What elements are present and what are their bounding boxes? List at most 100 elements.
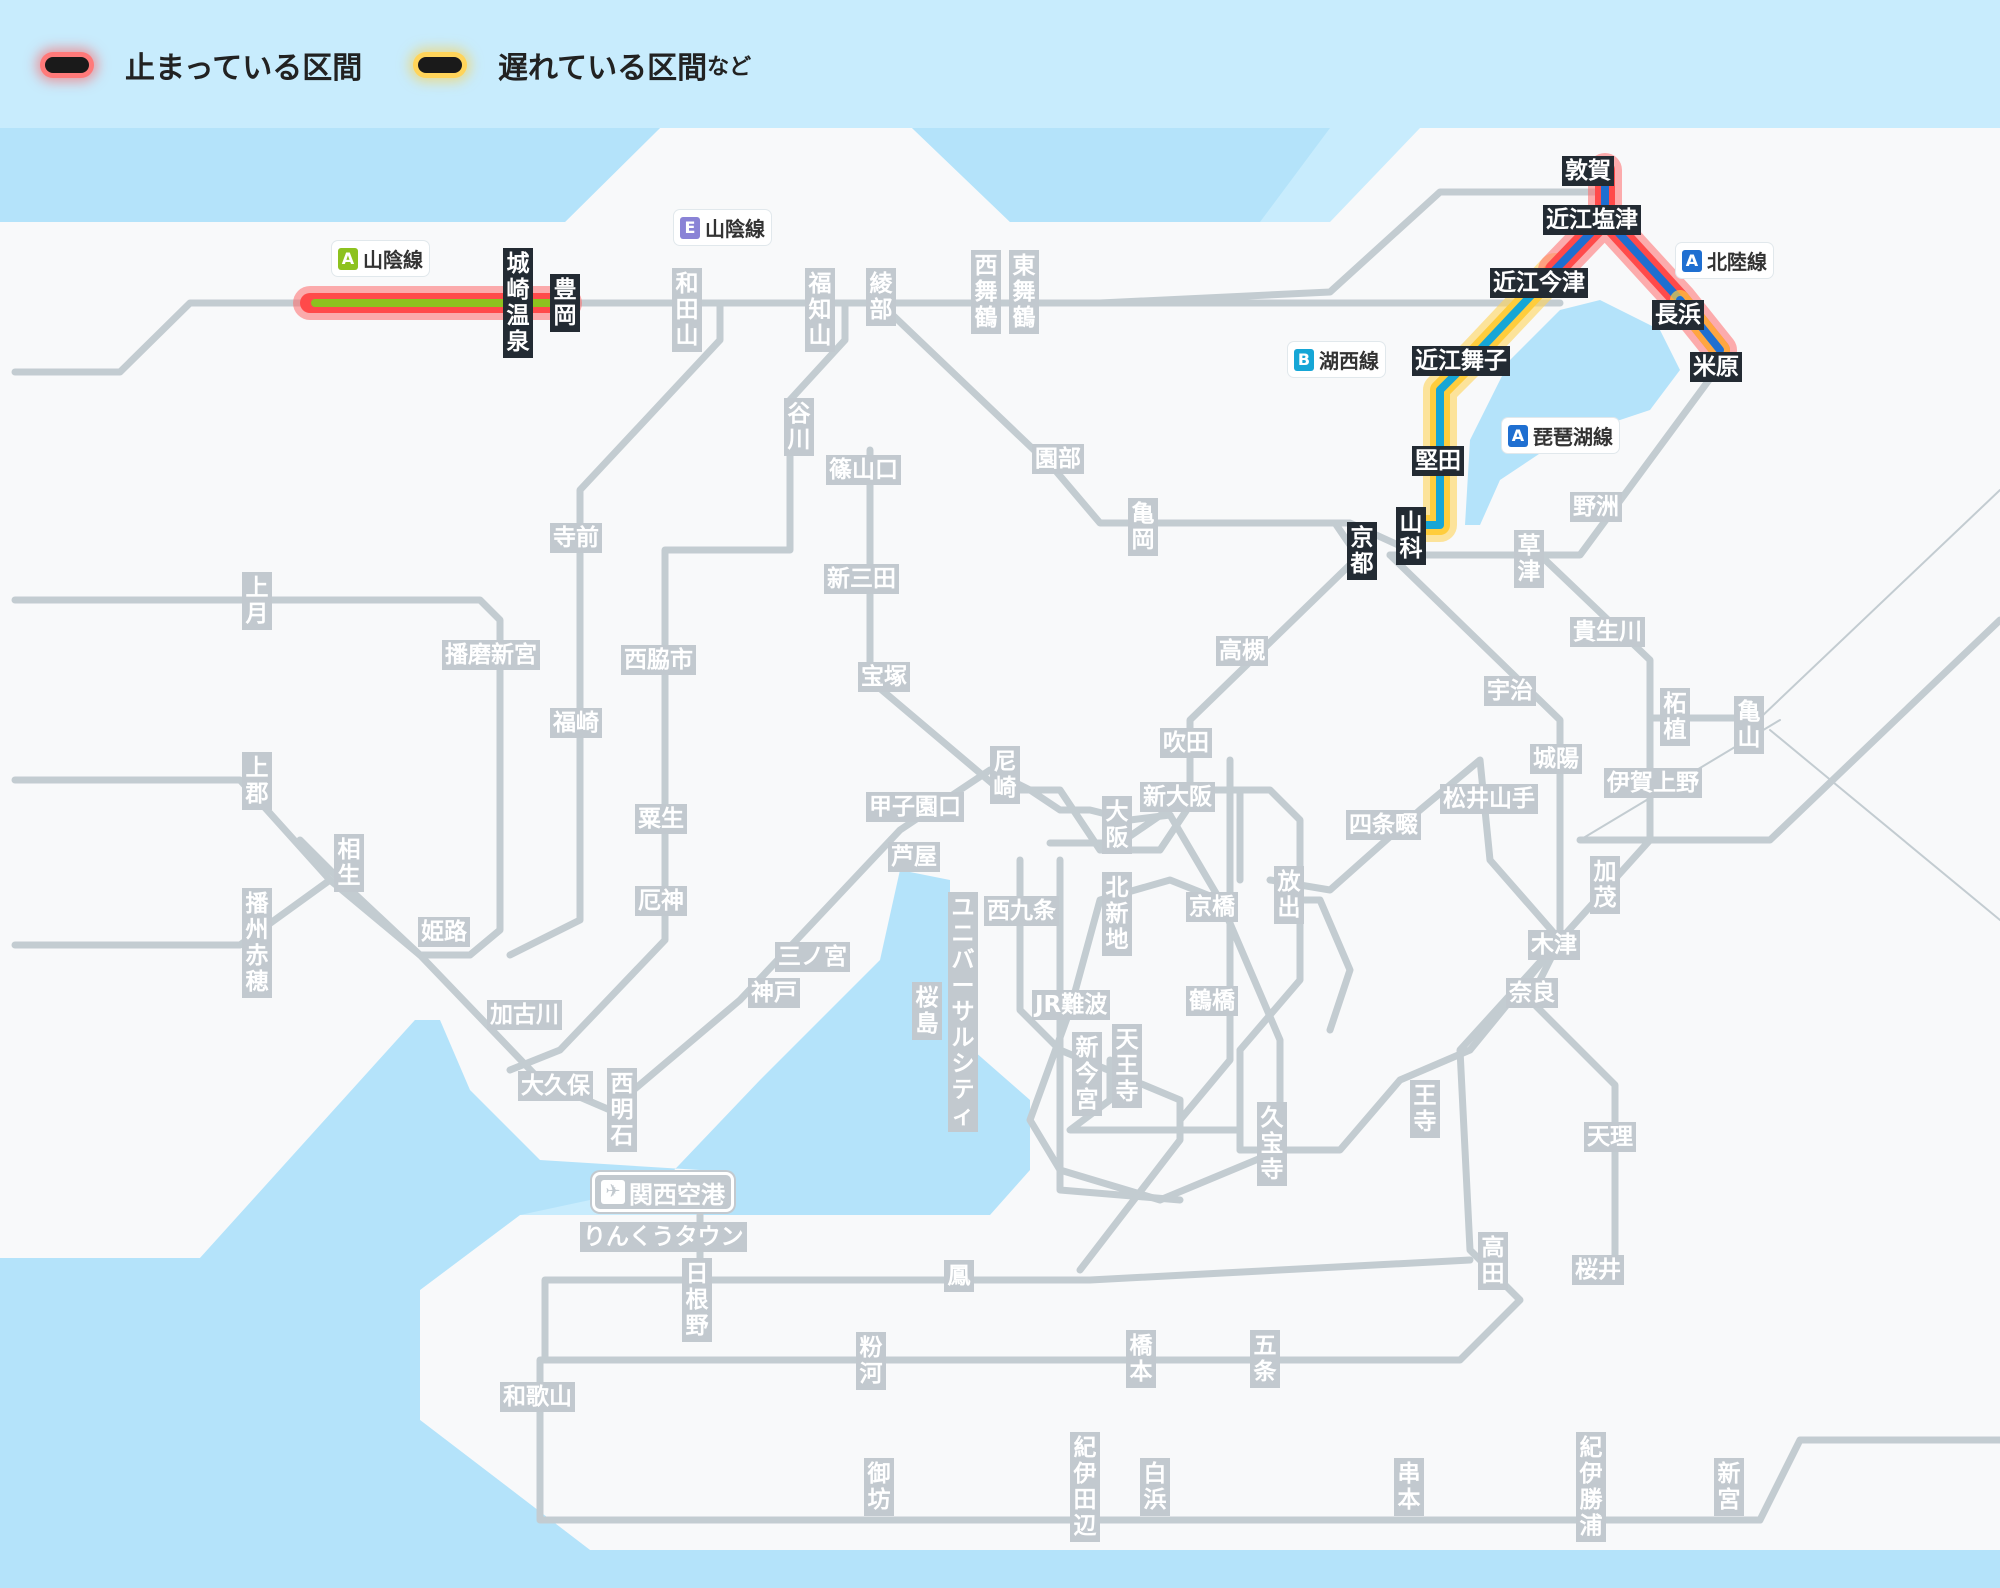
station-kozuki[interactable]: 上月: [242, 572, 272, 630]
station-kyuhoji[interactable]: 久宝寺: [1257, 1102, 1287, 1186]
station-uji[interactable]: 宇治: [1484, 676, 1536, 706]
station-teramae[interactable]: 寺前: [550, 523, 602, 553]
station-tsuruga[interactable]: 敦賀: [1562, 156, 1614, 186]
station-tsuruhashi[interactable]: 鶴橋: [1186, 986, 1238, 1016]
station-ashiya[interactable]: 芦屋: [888, 842, 940, 872]
station-yakujin[interactable]: 厄神: [635, 886, 687, 916]
station-kyobashi[interactable]: 京橋: [1186, 892, 1238, 922]
station-shinimamiya[interactable]: 新今宮: [1072, 1032, 1102, 1116]
station-kobe[interactable]: 神戸: [748, 978, 800, 1008]
station-sonobe[interactable]: 園部: [1032, 444, 1084, 474]
station-kinosakionsen[interactable]: 城崎温泉: [503, 248, 533, 358]
line-name: 琵琶湖線: [1533, 425, 1613, 449]
station-yasu[interactable]: 野洲: [1570, 492, 1622, 522]
station-wadayama[interactable]: 和田山: [672, 268, 702, 352]
station-jrnamba[interactable]: JR難波: [1032, 990, 1111, 1020]
station-universalcity[interactable]: ユニバーサルシティ: [948, 892, 978, 1132]
station-ayabe[interactable]: 綾部: [866, 268, 896, 326]
line-badge-biwako[interactable]: A 琵琶湖線: [1502, 418, 1619, 453]
station-kamo[interactable]: 加茂: [1590, 856, 1620, 914]
station-oji[interactable]: 王寺: [1410, 1080, 1440, 1138]
station-nishimaizuru[interactable]: 西舞鶴: [971, 250, 1001, 334]
station-kameyama[interactable]: 亀山: [1734, 696, 1764, 754]
station-takada[interactable]: 高田: [1478, 1232, 1508, 1290]
station-hanaten[interactable]: 放出: [1274, 866, 1304, 924]
station-takarazuka[interactable]: 宝塚: [858, 662, 910, 692]
station-shirahama[interactable]: 白浜: [1140, 1458, 1170, 1516]
station-kitashinchi[interactable]: 北新地: [1102, 872, 1132, 956]
station-sakurai[interactable]: 桜井: [1572, 1255, 1624, 1285]
station-hashimoto[interactable]: 橋本: [1126, 1330, 1156, 1388]
station-himeji[interactable]: 姫路: [418, 917, 470, 947]
station-ao[interactable]: 粟生: [635, 804, 687, 834]
station-kokawa[interactable]: 粉河: [856, 1332, 886, 1390]
legend-swatch-delayed: [418, 57, 462, 73]
station-otori[interactable]: 鳳: [944, 1260, 974, 1292]
station-omishiotsu[interactable]: 近江塩津: [1543, 205, 1641, 235]
station-koshienguchi[interactable]: 甲子園口: [866, 792, 964, 822]
station-kibukawa[interactable]: 貴生川: [1570, 617, 1645, 647]
line-badge-kosei[interactable]: B 湖西線: [1288, 342, 1385, 377]
station-takatsuki[interactable]: 高槻: [1216, 636, 1268, 666]
station-gojo[interactable]: 五条: [1250, 1330, 1280, 1388]
station-joyo[interactable]: 城陽: [1530, 744, 1582, 774]
station-nishiwakishi[interactable]: 西脇市: [621, 645, 696, 675]
station-shinsanda[interactable]: 新三田: [824, 564, 899, 594]
station-nishikujo[interactable]: 西九条: [984, 896, 1059, 926]
station-fukuchiyama[interactable]: 福知山: [805, 268, 835, 352]
station-kiitanabe[interactable]: 紀伊田辺: [1070, 1432, 1100, 1542]
station-igaueno[interactable]: 伊賀上野: [1604, 768, 1702, 798]
station-kushimoto[interactable]: 串本: [1394, 1458, 1424, 1516]
station-kameoka[interactable]: 亀岡: [1128, 498, 1158, 556]
station-kamigori[interactable]: 上郡: [242, 752, 272, 810]
station-kiikatsuura[interactable]: 紀伊勝浦: [1576, 1432, 1606, 1542]
station-shinosaka[interactable]: 新大阪: [1140, 782, 1215, 812]
line-name: 山陰線: [363, 248, 423, 272]
station-tanigawa[interactable]: 谷川: [784, 398, 814, 456]
delayed-segment-kosei[interactable]: [1408, 253, 1572, 542]
line-code: E: [680, 216, 700, 239]
line-code: B: [1294, 348, 1314, 371]
station-harimashingu[interactable]: 播磨新宮: [442, 640, 540, 670]
station-shijonawate[interactable]: 四条畷: [1346, 810, 1421, 840]
station-hineno[interactable]: 日根野: [682, 1258, 712, 1342]
station-nishiakashi[interactable]: 西明石: [607, 1068, 637, 1152]
legend-delayed: 遅れている区間 など: [418, 40, 751, 90]
station-gobo[interactable]: 御坊: [864, 1458, 894, 1516]
station-banshuako[interactable]: 播州赤穂: [242, 888, 272, 998]
station-okubo[interactable]: 大久保: [518, 1071, 593, 1101]
station-tennoji[interactable]: 天王寺: [1112, 1024, 1142, 1108]
station-tenri[interactable]: 天理: [1584, 1122, 1636, 1152]
station-toyooka[interactable]: 豊岡: [550, 274, 580, 332]
station-kusatsu[interactable]: 草津: [1514, 530, 1544, 588]
station-omimaiko[interactable]: 近江舞子: [1412, 346, 1510, 376]
station-kyoto[interactable]: 京都: [1347, 522, 1377, 580]
station-sannomiya[interactable]: 三ノ宮: [775, 942, 850, 972]
station-fukusaki[interactable]: 福崎: [550, 708, 602, 738]
station-osaka[interactable]: 大阪: [1102, 796, 1132, 854]
station-suita[interactable]: 吹田: [1160, 728, 1212, 758]
station-matsuiyamate[interactable]: 松井山手: [1440, 784, 1538, 814]
station-wakayama[interactable]: 和歌山: [500, 1382, 575, 1412]
station-sasayamaguchi[interactable]: 篠山口: [826, 455, 901, 485]
station-tsuge[interactable]: 柘植: [1660, 688, 1690, 746]
station-nagahama[interactable]: 長浜: [1652, 300, 1704, 330]
station-katata[interactable]: 堅田: [1412, 446, 1464, 476]
station-aioi[interactable]: 相生: [334, 834, 364, 892]
station-omiimazu[interactable]: 近江今津: [1490, 268, 1588, 298]
line-badge-hokuriku[interactable]: A 北陸線: [1676, 243, 1773, 278]
airport-kansai[interactable]: ✈ 関西空港: [592, 1172, 734, 1212]
station-rinkutown[interactable]: りんくうタウン: [580, 1222, 747, 1252]
line-code: A: [1682, 249, 1702, 272]
station-higashimaizuru[interactable]: 東舞鶴: [1009, 250, 1039, 334]
station-yamashina[interactable]: 山科: [1396, 507, 1426, 565]
line-badge-sanin-a[interactable]: A 山陰線: [332, 241, 429, 276]
line-badge-sanin-e[interactable]: E 山陰線: [674, 210, 771, 245]
station-kakogawa[interactable]: 加古川: [487, 1000, 562, 1030]
station-nara[interactable]: 奈良: [1506, 978, 1558, 1008]
station-kizu[interactable]: 木津: [1528, 930, 1580, 960]
station-sakurajima[interactable]: 桜島: [912, 982, 942, 1040]
station-maibara[interactable]: 米原: [1690, 352, 1742, 382]
station-amagasaki[interactable]: 尼崎: [990, 746, 1020, 804]
station-shingu[interactable]: 新宮: [1714, 1458, 1744, 1516]
